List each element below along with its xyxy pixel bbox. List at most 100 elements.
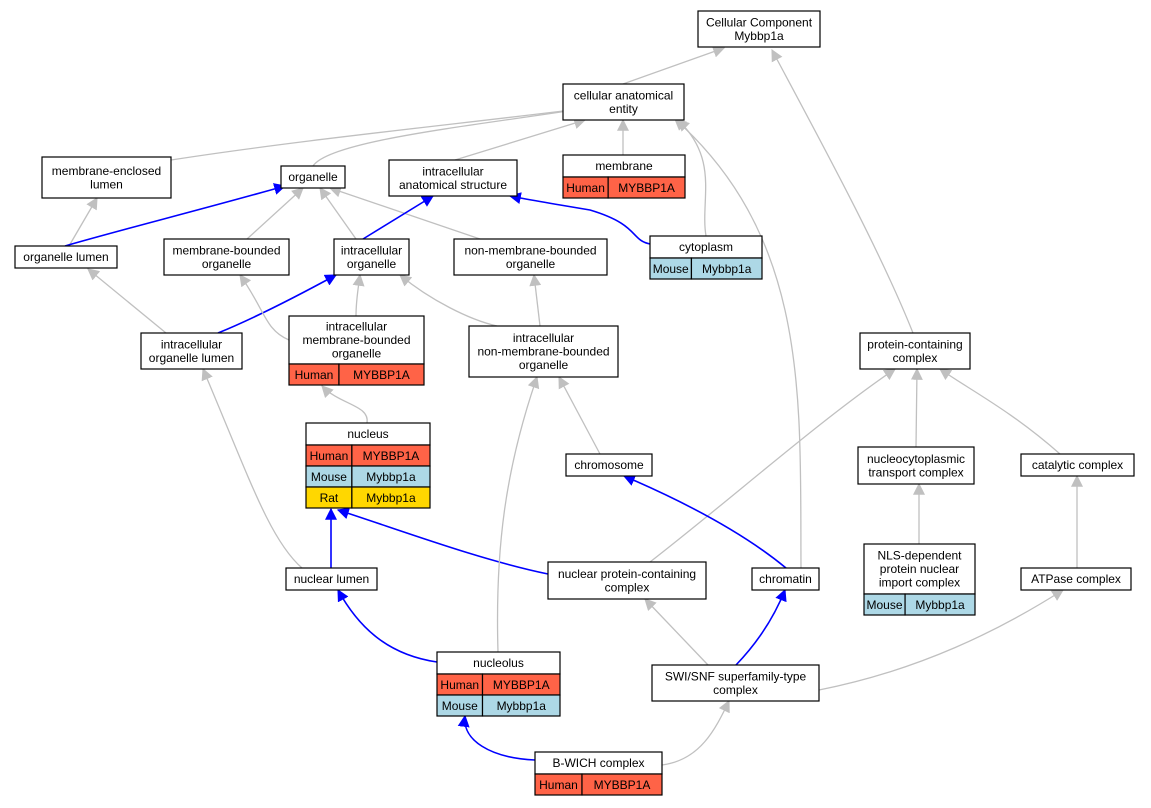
gene-cell <box>481 694 561 717</box>
edge-bwich-to-nucl <box>457 714 536 761</box>
edge-nll-to-iol <box>201 367 303 569</box>
edge-cyt-to-ias <box>508 192 651 245</box>
node-box <box>751 567 820 591</box>
edges <box>64 45 1083 766</box>
node-box <box>285 567 378 591</box>
node-label-line: cytoplasm <box>679 240 733 254</box>
gene-cell <box>351 486 431 509</box>
node-label-line: membrane-bounded <box>302 333 410 347</box>
node-box <box>547 561 707 600</box>
node-box <box>468 325 619 378</box>
species-label: Mouse <box>311 470 347 484</box>
node-chrs[interactable]: chromosome <box>565 453 653 477</box>
node-label-line: chromosome <box>574 458 644 472</box>
edge-bwich-to-swi <box>661 699 730 766</box>
gene-label: MYBBP1A <box>618 181 675 195</box>
edge-orgl-to-org <box>64 183 287 247</box>
node-box <box>1020 567 1132 591</box>
species-label: Mouse <box>867 598 903 612</box>
gene-label: Mybbp1a <box>702 262 752 276</box>
node-label-line: complex <box>893 351 938 365</box>
node-label-line: Cellular Component <box>706 15 813 29</box>
node-box <box>453 238 608 276</box>
node-label-line: nucleolus <box>473 656 524 670</box>
edge-swi-to-atp <box>818 589 1065 691</box>
node-label-line: B-WICH complex <box>552 756 644 770</box>
edge-io-to-ias <box>362 195 435 240</box>
edge-inmbo-to-nmbo <box>529 273 542 327</box>
node-org[interactable]: organelle <box>280 165 346 189</box>
node-label-line: intracellular <box>341 243 402 257</box>
node-label-line: organelle <box>202 257 252 271</box>
node-label-line: membrane-enclosed <box>52 164 161 178</box>
gene-label: Mybbp1a <box>497 699 547 713</box>
node-label-line: SWI/SNF superfamily-type <box>665 669 807 683</box>
edge-io-to-org <box>319 187 357 240</box>
edge-swi-to-npcc <box>644 598 709 666</box>
node-label-line: chromatin <box>759 572 812 586</box>
node-label-line: transport complex <box>868 465 963 479</box>
gene-cell <box>581 773 663 796</box>
edge-nctc-to-pcc <box>910 367 923 448</box>
edge-inmbo-to-io <box>399 274 498 327</box>
species-label: Mouse <box>653 262 689 276</box>
edge-ias-to-cae <box>454 117 587 161</box>
node-box <box>857 446 975 485</box>
node-nll[interactable]: nuclear lumen <box>285 567 378 591</box>
node-label-line: nucleus <box>347 427 388 441</box>
node-label-line: NLS-dependent <box>877 549 962 563</box>
node-orgl[interactable]: organelle lumen <box>14 245 118 269</box>
species-label: Mouse <box>442 699 478 713</box>
node-label-line: cellular anatomical <box>574 88 673 102</box>
node-label-line: non-membrane-bounded <box>477 345 609 359</box>
gene-label: Mybbp1a <box>366 470 416 484</box>
species-label: Human <box>539 778 578 792</box>
node-label-line: intracellular <box>161 337 222 351</box>
edge-imbo-to-mbo <box>239 274 290 341</box>
node-chrt[interactable]: chromatin <box>751 567 820 591</box>
node-imbo[interactable]: intracellularmembrane-boundedorganelleHu… <box>288 315 425 386</box>
edge-catc-to-pcc <box>939 368 1061 455</box>
edge-nucl-to-nll <box>337 588 438 663</box>
node-label-line: membrane-bounded <box>172 243 280 257</box>
node-label-line: organelle lumen <box>149 351 234 365</box>
species-label: Human <box>440 678 479 692</box>
edge-org-to-cae <box>312 103 589 167</box>
node-box <box>651 664 820 702</box>
node-label-line: nuclear protein-containing <box>558 567 696 581</box>
edge-mel-to-cae <box>170 103 590 161</box>
node-box <box>163 238 290 276</box>
species-label: Human <box>295 368 334 382</box>
edge-imbo-to-io <box>352 273 365 317</box>
node-inmbo[interactable]: intracellularnon-membrane-boundedorganel… <box>468 325 619 378</box>
node-label-line: organelle <box>506 257 556 271</box>
node-catc[interactable]: catalytic complex <box>1020 453 1135 477</box>
node-box <box>288 315 425 365</box>
node-box <box>41 156 172 199</box>
node-label-line: nucleocytoplasmic <box>867 452 965 466</box>
node-atp[interactable]: ATPase complex <box>1020 567 1132 591</box>
node-label-line: non-membrane-bounded <box>464 243 596 257</box>
edge-cae-to-cc <box>622 45 726 85</box>
node-label-line: entity <box>609 102 638 116</box>
node-label-line: complex <box>713 683 758 697</box>
